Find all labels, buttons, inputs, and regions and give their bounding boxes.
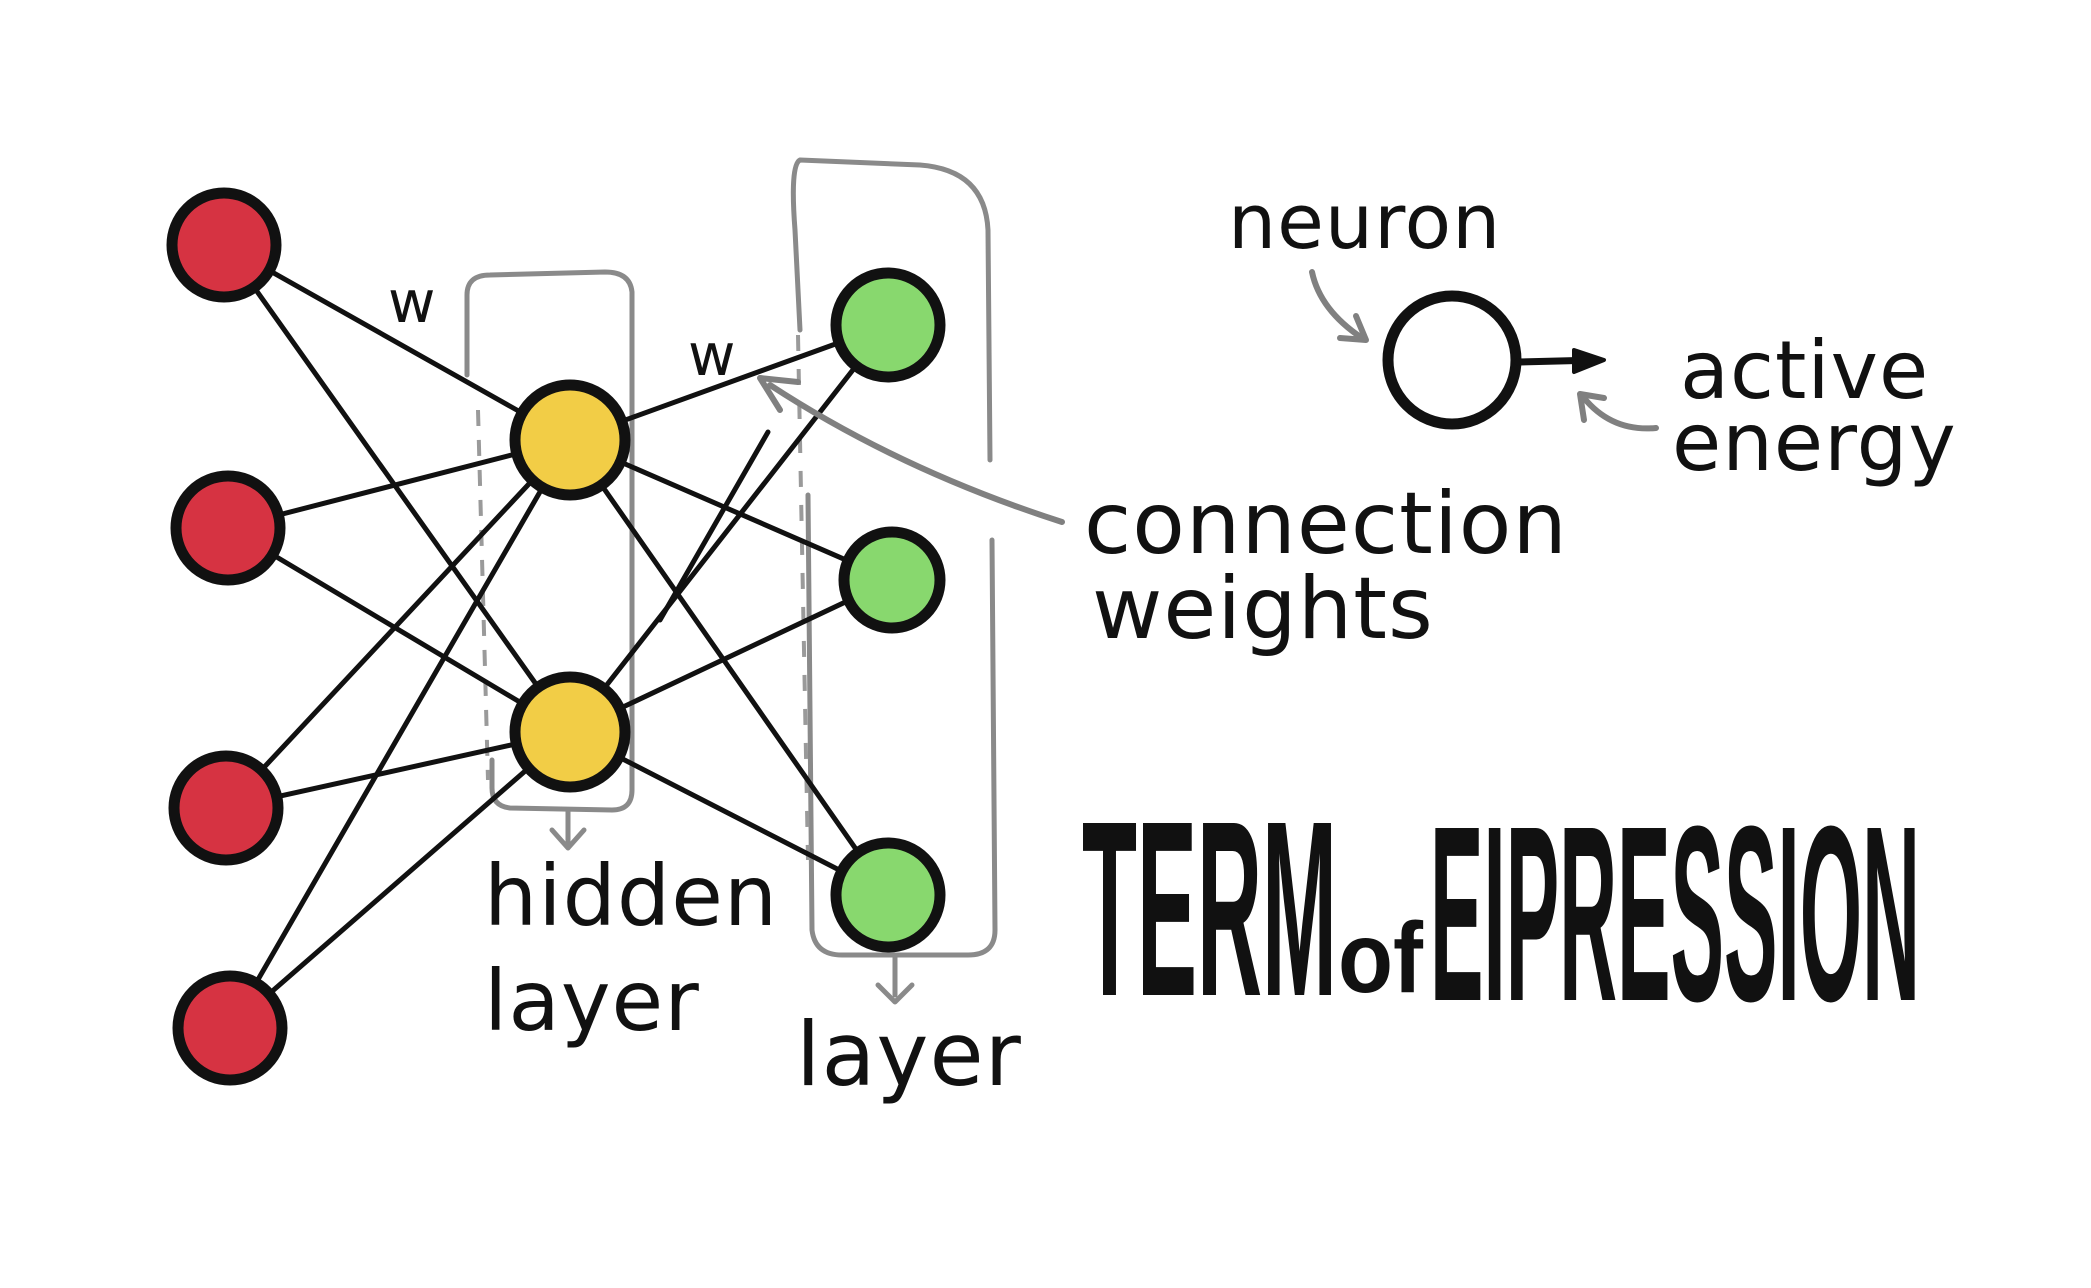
title-word-term: TERM	[1082, 769, 1337, 1048]
hidden-layer-label-line2: layer	[484, 952, 700, 1050]
connection-line	[227, 729, 573, 1031]
connection-line	[567, 322, 891, 735]
neuron-label: neuron	[1228, 177, 1501, 266]
title-block: TERM of EIPRESSION	[1082, 769, 1920, 1053]
active-energy-label-line1: active	[1680, 324, 1929, 417]
output-node	[830, 267, 946, 383]
active-energy-pointer-arrowhead	[1577, 391, 1607, 423]
connection-line	[221, 242, 573, 443]
connection-line	[567, 437, 891, 898]
connection-line	[657, 429, 771, 623]
connection-line	[227, 437, 573, 1031]
connection-weights-arrowhead	[757, 375, 801, 413]
connection-line	[225, 525, 573, 735]
input-layer	[166, 187, 288, 1086]
output-node	[830, 837, 946, 953]
output-layer-bracket	[790, 157, 998, 958]
title-word-expression: EIPRESSION	[1430, 774, 1920, 1053]
hidden-layer-bracket	[464, 269, 635, 813]
hidden-layer-bracket-arrow	[549, 807, 587, 851]
neuron-pointer-arrowhead	[1337, 313, 1369, 343]
hidden-layer-label-line1: hidden	[484, 847, 778, 945]
active-energy-pointer-arrow	[1581, 395, 1659, 432]
connection-weights-label-line1: connection	[1084, 474, 1568, 574]
weight-label-left: w	[388, 268, 436, 336]
hidden-node	[509, 671, 631, 793]
input-node	[170, 470, 286, 586]
connection-line	[221, 242, 573, 735]
output-layer-bracket-arrow	[875, 952, 915, 1005]
input-node	[172, 970, 288, 1086]
input-node	[166, 187, 282, 303]
output-layer	[830, 267, 946, 953]
title-word-of: of	[1338, 902, 1424, 1014]
hidden-node	[509, 379, 631, 501]
output-layer-label: layer	[796, 1003, 1022, 1106]
neuron-symbol	[1382, 290, 1522, 430]
neuron-pointer-arrow	[1309, 269, 1365, 341]
weight-label-right: w	[688, 321, 736, 389]
input-node	[168, 750, 284, 866]
active-energy-label: active energy	[1672, 324, 1957, 489]
hidden-layer	[509, 379, 631, 793]
hidden-layer-label: hidden layer	[484, 847, 806, 1050]
connection-weights-label-line2: weights	[1092, 559, 1434, 659]
active-energy-label-line2: energy	[1672, 396, 1957, 489]
output-node	[838, 526, 946, 634]
connections-input-hidden	[221, 242, 573, 1031]
connection-line	[223, 437, 573, 811]
connection-weights-arrow	[767, 382, 1065, 525]
connection-weights-label: connection weights	[1084, 474, 1596, 659]
activation-arrowhead	[1572, 348, 1606, 374]
